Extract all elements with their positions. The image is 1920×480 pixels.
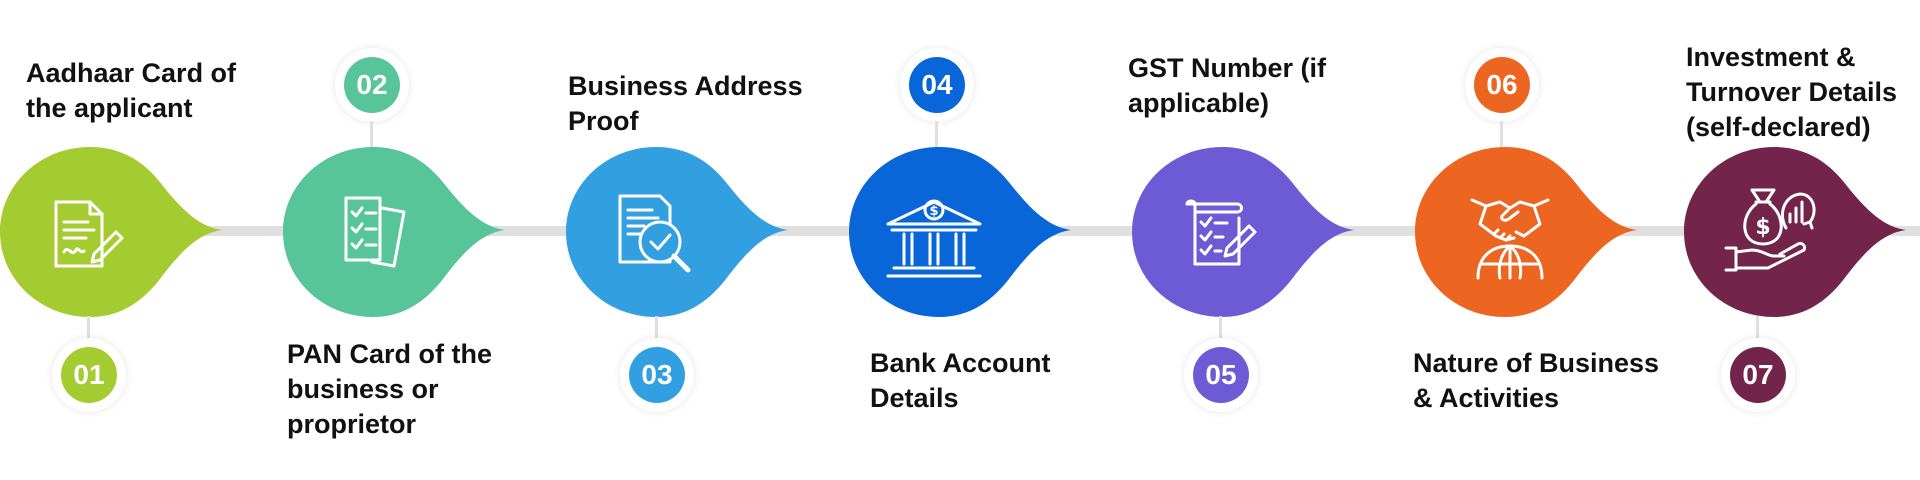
step-04-connector [935,121,938,149]
step-07-badge-ring: 07 [1721,338,1795,412]
step-03-badge-ring: 03 [620,338,694,412]
step-01-label: Aadhaar Card of the applicant [26,58,237,123]
svg-text:$: $ [1755,215,1770,240]
step-04-badge: 04 [909,57,965,113]
step-01-badge-ring: 01 [52,338,126,412]
step-05-badge-ring: 05 [1184,338,1258,412]
step-06-label: Nature of Business & Activities [1413,348,1660,413]
checklist-clipboard-icon [344,196,406,268]
svg-text:$: $ [929,204,938,219]
step-05-badge: 05 [1193,347,1249,403]
step-07-teardrop [1684,147,1906,317]
step-02-badge: 02 [344,57,400,113]
step-01-badge: 01 [61,347,117,403]
handshake-globe-icon [1470,198,1550,280]
money-bag-growth-icon: $ [1724,188,1816,272]
step-04-label: Bank Account Details [870,348,1051,413]
step-07-label: Investment & Turnover Details (self-decl… [1686,42,1898,142]
document-verification-icon [618,194,691,273]
step-03-badge: 03 [629,347,685,403]
step-02-connector [370,121,373,149]
step-07-connector [1756,316,1759,344]
step-05-label: GST Number (if applicable) [1128,53,1327,118]
step-02-teardrop [283,147,505,317]
checklist-scroll-icon [1185,199,1257,266]
step-06-badge-ring: 06 [1465,48,1539,122]
signed-document-icon [54,200,124,268]
step-07-badge: 07 [1730,347,1786,403]
step-02-label: PAN Card of the business or proprietor [287,339,493,439]
step-01-teardrop [0,147,222,317]
step-06-teardrop [1415,147,1637,317]
step-05-connector [1219,316,1222,344]
step-04-badge-ring: 04 [900,48,974,122]
step-02-badge-ring: 02 [335,48,409,122]
step-06-badge: 06 [1474,57,1530,113]
step-03-label: Business Address Proof [568,71,803,136]
step-06-connector [1500,121,1503,149]
step-01-connector [87,316,90,344]
step-03-connector [655,316,658,344]
bank-building-icon: $ [886,199,982,278]
